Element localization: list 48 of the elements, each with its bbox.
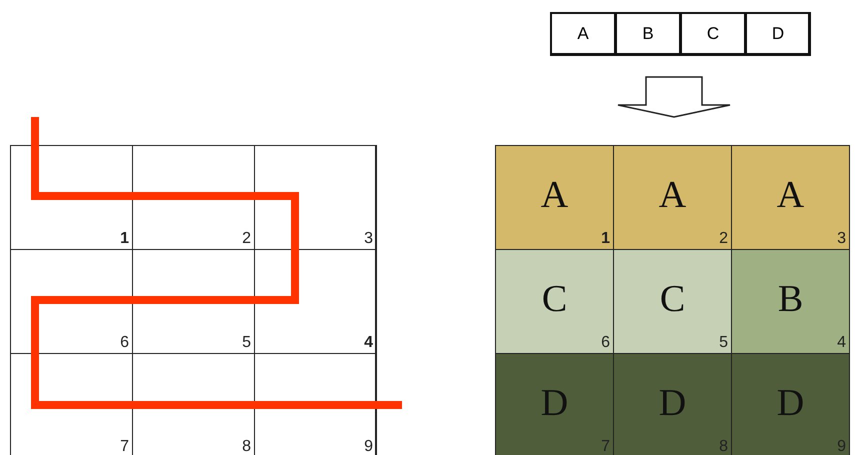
cell-letter: C (706, 25, 720, 42)
grid-cell (615, 12, 681, 56)
grid-cell (731, 353, 850, 455)
cell-number: 7 (601, 439, 610, 455)
grid-cell (731, 145, 850, 250)
cell-number: 3 (364, 231, 373, 247)
cell-letter: A (776, 176, 806, 214)
cell-letter: D (770, 25, 786, 42)
cell-number: 9 (364, 439, 373, 455)
cell-number: 8 (242, 439, 251, 455)
grid-cell (613, 353, 732, 455)
cell-letter: A (576, 25, 590, 42)
cell-number: 1 (601, 231, 610, 247)
cell-number: 3 (837, 231, 846, 247)
grid-cell (495, 353, 614, 455)
grid-cell (731, 249, 850, 354)
cell-number: 4 (837, 335, 846, 351)
cell-letter: B (641, 25, 655, 42)
cell-number: 5 (242, 335, 251, 351)
block-arrow (617, 76, 731, 118)
cell-number: 2 (242, 231, 251, 247)
cell-letter: D (658, 384, 688, 422)
cell-letter: D (776, 384, 806, 422)
cell-letter: C (540, 280, 568, 318)
grid (10, 145, 376, 455)
grid-cell (613, 145, 732, 250)
grid-cell (680, 12, 746, 56)
cell-letter: A (540, 176, 570, 214)
grid-cell (745, 12, 811, 56)
grid-cell (495, 249, 614, 354)
cell-number: 6 (601, 335, 610, 351)
cell-letter: C (658, 280, 686, 318)
cell-number: 9 (837, 439, 846, 455)
cell-number: 1 (120, 231, 129, 247)
cell-letter: B (776, 280, 804, 318)
cell-number: 7 (120, 439, 129, 455)
cell-number: 2 (719, 231, 728, 247)
cell-number: 5 (719, 335, 728, 351)
cell-number: 4 (364, 335, 373, 351)
letter-strip (550, 12, 810, 55)
cell-number: 6 (120, 335, 129, 351)
grid-cell (550, 12, 616, 56)
grid-cell (495, 145, 614, 250)
cell-letter: A (658, 176, 688, 214)
cell-number: 8 (719, 439, 728, 455)
grid-cell (613, 249, 732, 354)
grid (495, 145, 849, 455)
cell-letter: D (540, 384, 570, 422)
